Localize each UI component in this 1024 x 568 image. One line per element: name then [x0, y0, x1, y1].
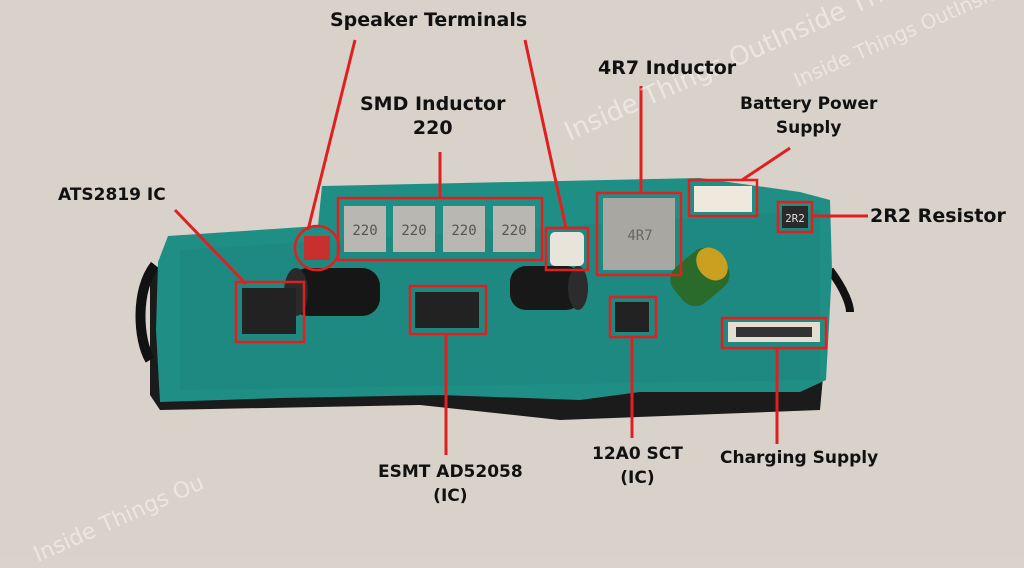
- label-battery-line2: Supply: [775, 118, 842, 138]
- leader-lines: [173, 39, 868, 455]
- label-speaker-terminals: Speaker Terminals: [330, 9, 528, 31]
- box-charging: [720, 316, 828, 350]
- inductor-4r7-marking: 4R7: [627, 228, 652, 244]
- speaker-connector: [304, 236, 330, 260]
- label-2r2-resistor: 2R2 Resistor: [870, 205, 1006, 227]
- foam-strap: [135, 261, 160, 363]
- capacitor-mid: [510, 266, 588, 310]
- label-battery-power-supply: Battery Power Supply: [740, 92, 877, 140]
- ad52058-chip: [415, 292, 479, 328]
- white-connector: [550, 232, 584, 266]
- label-sct-line1: 12A0 SCT: [592, 444, 683, 464]
- label-ats2819: ATS2819 IC: [58, 185, 166, 205]
- label-esmt: ESMT AD52058 (IC): [378, 460, 523, 508]
- pcb-photo: 220 220 220 220 4R7 2R2: [135, 39, 868, 455]
- resistor-marking: 2R2: [785, 212, 805, 225]
- label-battery-line1: Battery Power: [740, 94, 878, 114]
- box-4r7: [595, 191, 683, 277]
- label-sct-line2: (IC): [620, 468, 655, 488]
- box-battery: [687, 178, 759, 218]
- label-charging-supply: Charging Supply: [720, 448, 879, 468]
- sct-chip: [615, 302, 649, 332]
- label-smd-inductor-line1: SMD Inductor: [360, 93, 506, 115]
- box-esmt: [408, 284, 488, 336]
- capacitor-green: [670, 247, 730, 307]
- box-ats: [234, 280, 306, 344]
- capacitor-large: [284, 268, 380, 316]
- smd-inductors: 220 220 220 220: [344, 206, 535, 252]
- ats2819-chip: [242, 288, 296, 334]
- inductor-marking: 220: [352, 223, 377, 239]
- inductor-4r7: [603, 198, 675, 270]
- battery-connector: [694, 186, 752, 212]
- circle-speaker: [293, 224, 341, 272]
- label-esmt-line1: ESMT AD52058: [378, 462, 523, 482]
- label-smd-inductor: SMD Inductor 220: [360, 92, 505, 140]
- label-smd-inductor-line2: 220: [412, 117, 453, 139]
- label-esmt-line2: (IC): [433, 486, 468, 506]
- label-sct: 12A0 SCT (IC): [592, 442, 683, 490]
- box-white-connector: [544, 226, 590, 272]
- inductor-marking: 220: [451, 223, 476, 239]
- inductor-marking: 220: [501, 223, 526, 239]
- label-4r7-inductor: 4R7 Inductor: [598, 57, 737, 79]
- inductor-marking: 220: [401, 223, 426, 239]
- resistor-2r2: [782, 206, 808, 228]
